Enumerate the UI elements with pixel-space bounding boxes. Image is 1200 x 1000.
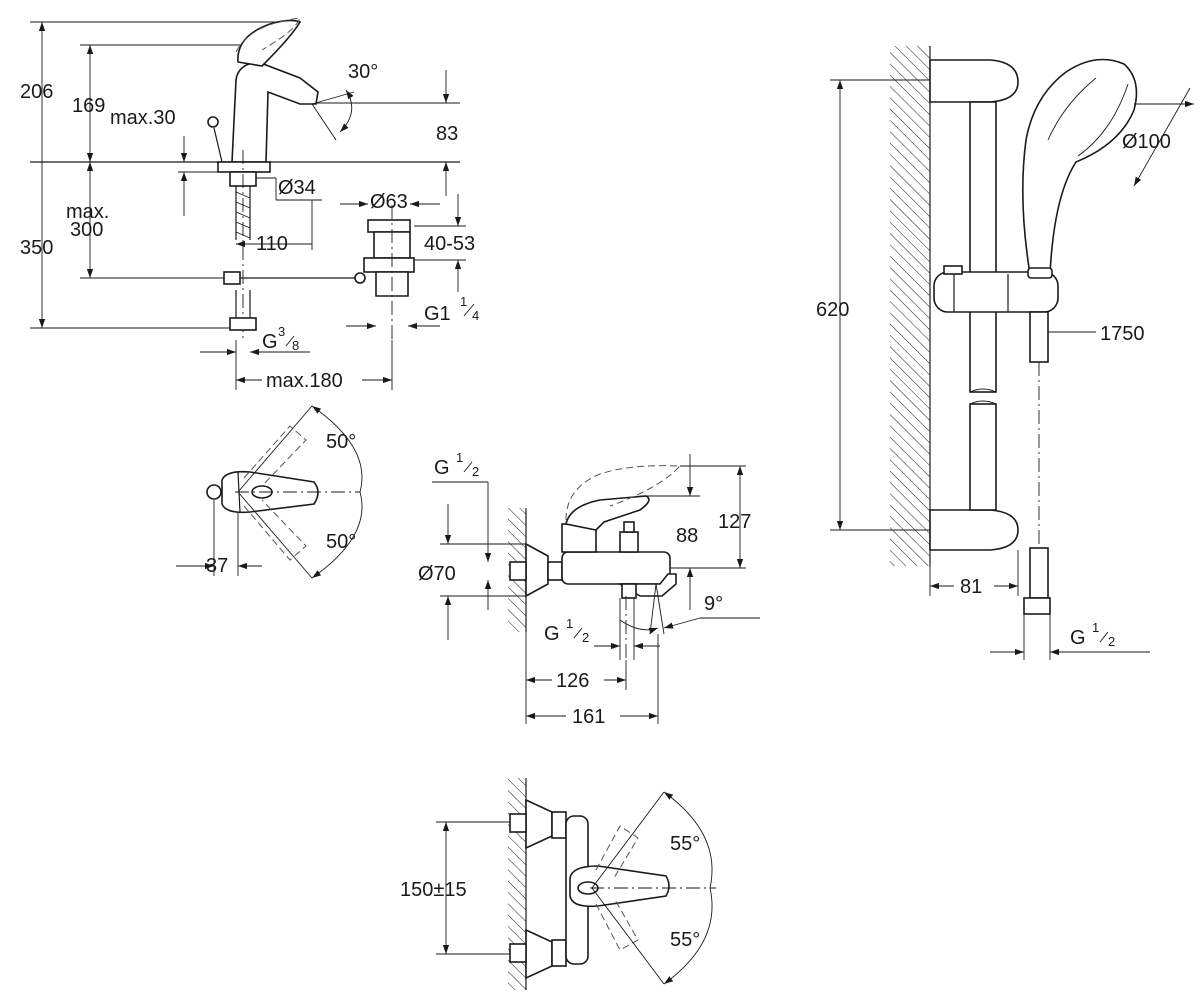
dim-620: 620 — [816, 299, 849, 321]
dim-g12-top-den: 2 — [472, 464, 479, 479]
dim-110: 110 — [256, 233, 288, 255]
dim-g38-num: 3 — [278, 324, 285, 339]
dim-g12-bottom-den: 2 — [582, 630, 589, 645]
dim-g12-shower-main: G — [1070, 627, 1086, 649]
dim-d100: Ø100 — [1122, 131, 1171, 153]
dim-83: 83 — [436, 123, 458, 145]
dim-150-15: 150±15 — [400, 879, 467, 901]
dim-350: 350 — [20, 237, 53, 259]
dim-206: 206 — [20, 81, 53, 103]
dim-300: 300 — [70, 219, 103, 241]
dim-g12-top-num: 1 — [456, 450, 463, 465]
dim-40-53: 40-53 — [424, 233, 475, 255]
dim-9-deg: 9° — [704, 593, 723, 615]
dim-g12-bottom-main: G — [544, 623, 560, 645]
dim-g38-main: G — [262, 331, 278, 353]
shower-rail-view: 620 Ø100 1750 81 G 1 2 — [816, 46, 1194, 660]
dim-g1-frac-den: 4 — [472, 308, 479, 323]
dim-g1-main: G1 — [424, 303, 451, 325]
dim-max180: max.180 — [266, 370, 343, 392]
basin-mixer-top-view: 50° 50° 37 — [176, 405, 363, 579]
bath-mixer-side-view: G 1 2 Ø70 88 127 9° G 1 — [418, 450, 760, 728]
dim-55-top: 55° — [670, 833, 700, 855]
dim-d34: Ø34 — [278, 177, 316, 199]
dim-g12-top-main: G — [434, 457, 450, 479]
dim-81: 81 — [960, 576, 982, 598]
dim-30-deg: 30° — [348, 61, 378, 83]
dim-g12-shower-den: 2 — [1108, 634, 1115, 649]
dim-88: 88 — [676, 525, 698, 547]
dim-126: 126 — [556, 670, 589, 692]
dim-169: 169 — [72, 95, 105, 117]
bath-mixer-front-view: 55° 55° 150±15 — [400, 778, 716, 990]
dim-127: 127 — [718, 511, 751, 533]
dim-max: max. — [66, 201, 109, 223]
dim-g38-den: 8 — [292, 338, 299, 353]
dim-50-top: 50° — [326, 431, 356, 453]
dim-1750: 1750 — [1100, 323, 1145, 345]
dim-d70: Ø70 — [418, 563, 456, 585]
basin-mixer-side-view: 206 350 169 max. 300 max.30 30° 83 Ø34 Ø… — [20, 17, 479, 392]
dim-37: 37 — [206, 555, 228, 577]
dim-50-bottom: 50° — [326, 531, 356, 553]
dim-d63: Ø63 — [370, 191, 408, 213]
dim-g1-frac-num: 1 — [460, 294, 467, 309]
dim-55-bottom: 55° — [670, 929, 700, 951]
dim-g12-bottom-num: 1 — [566, 616, 573, 631]
dim-max30: max.30 — [110, 107, 176, 129]
dim-g12-shower-num: 1 — [1092, 620, 1099, 635]
dim-161: 161 — [572, 706, 605, 728]
